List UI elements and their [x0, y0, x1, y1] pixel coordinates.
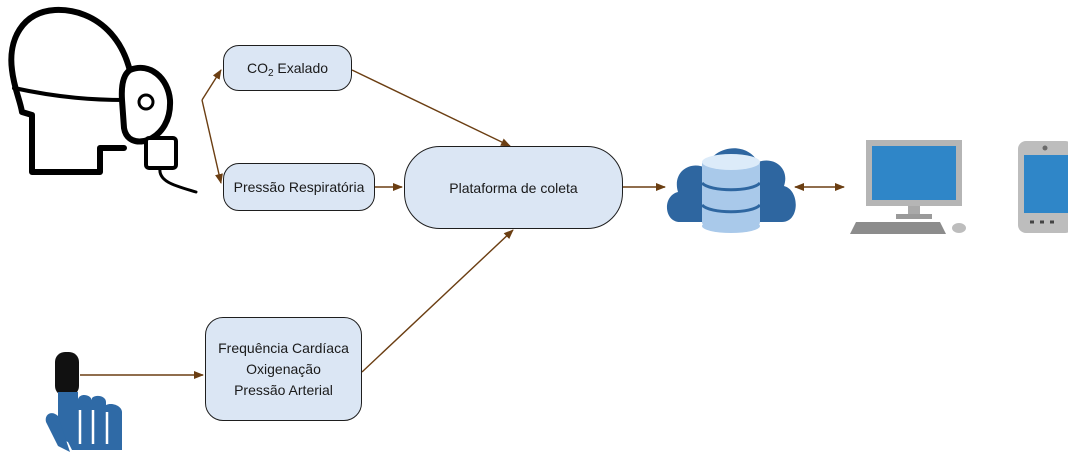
vitals-line: Oxigenação [246, 360, 321, 377]
desktop-computer-icon [850, 140, 966, 234]
head-with-oxygen-mask-icon [8, 6, 198, 194]
arrow-patient-to-co2 [201, 69, 222, 101]
tablet-icon [1018, 141, 1068, 233]
node-co2-label: CO2 Exalado [246, 60, 329, 79]
vitals-line: Frequência Cardíaca [218, 339, 349, 356]
arrow-patient-to-pressure [201, 99, 223, 184]
node-pressure-label: Pressão Respiratória [233, 179, 365, 195]
arrow-vitals-to-platform [361, 229, 514, 373]
vitals-line: Pressão Arterial [234, 381, 333, 398]
node-collection-platform: Plataforma de coleta [404, 146, 623, 229]
finger-pulse-oximeter-icon [45, 352, 122, 452]
node-vital-signs: Frequência Cardíaca Oxigenação Pressão A… [205, 317, 362, 421]
arrow-co2-to-platform [351, 69, 511, 147]
cloud-database-icon [666, 148, 796, 233]
node-respiratory-pressure: Pressão Respiratória [223, 163, 375, 211]
node-co2-exhaled: CO2 Exalado [223, 45, 352, 91]
node-platform-label: Plataforma de coleta [449, 179, 578, 196]
